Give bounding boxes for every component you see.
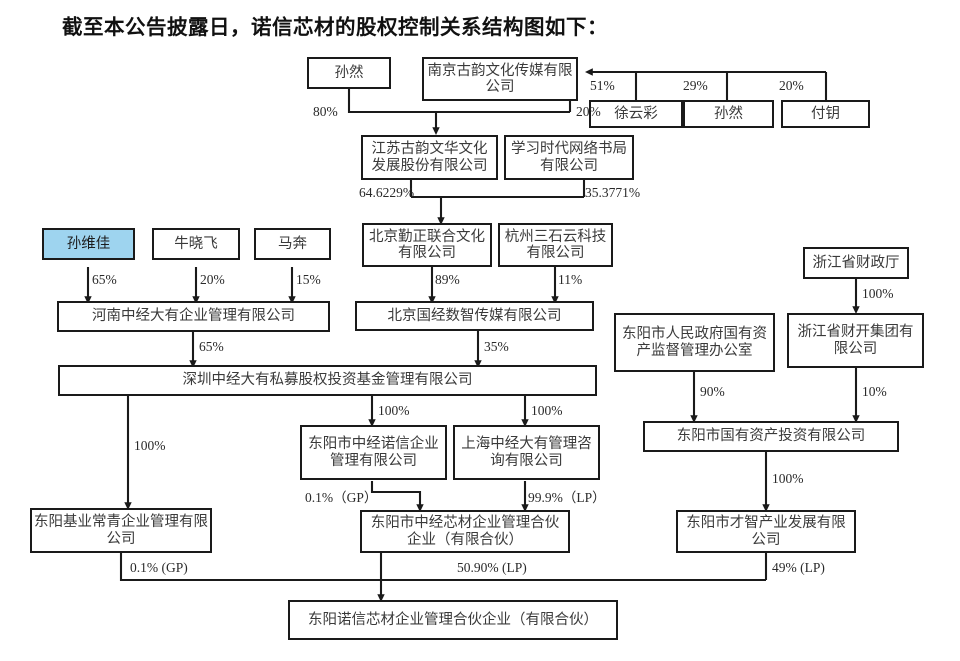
edge-label-sunran-right: 29%	[683, 78, 708, 93]
node-shenzhen-zhongjing[interactable]: 深圳中经大有私募股权投资基金管理有限公司	[58, 365, 597, 396]
edge-label-zhuoxin-gp: 0.1%（GP）	[305, 490, 378, 505]
page-title: 截至本公告披露日，诺信芯材的股权控制关系结构图如下：	[62, 17, 608, 39]
edge-label-gyzc-to-caizhi: 100%	[772, 471, 804, 486]
node-dongyang-zhongjing-xincai[interactable]: 东阳市中经芯材企业管理合伙企业（有限合伙）	[360, 510, 570, 553]
node-jiangsu-guyun[interactable]: 江苏古韵文华文化发展股份有限公司	[361, 135, 498, 180]
node-dongyang-jiyechangqing[interactable]: 东阳基业常青企业管理有限公司	[30, 508, 212, 553]
edge-label-zhongjing-xincai-lp: 50.90% (LP)	[457, 560, 527, 575]
node-sunran-top[interactable]: 孙然	[307, 57, 391, 89]
node-xuexi-shidai[interactable]: 学习时代网络书局有限公司	[504, 135, 634, 180]
node-dongyang-nuoxin-xincai[interactable]: 东阳诺信芯材企业管理合伙企业（有限合伙）	[288, 600, 618, 640]
node-sunweijia[interactable]: 孙维佳	[42, 228, 135, 260]
edge-label-fuyue: 20%	[779, 78, 804, 93]
edge-label-xuexi-shidai: 35.3771%	[585, 185, 641, 200]
edge-label-niuxiaofei: 20%	[200, 272, 225, 287]
edge-label-xuyuncai: 51%	[590, 78, 615, 93]
node-fuyue[interactable]: 付钥	[781, 100, 870, 128]
edge-label-maben: 15%	[296, 272, 321, 287]
edge-label-zhejiang-ckjt: 10%	[862, 384, 887, 399]
edge-label-caizhi-lp: 49% (LP)	[772, 560, 825, 575]
edge-label-beijing-guojing: 35%	[484, 339, 509, 354]
edge-label-nanjing-guyun: 20%	[576, 104, 601, 119]
node-nanjing-guyun[interactable]: 南京古韵文化传媒有限公司	[422, 57, 578, 101]
edge-label-shenzhen-to-jiyechangqing: 100%	[134, 438, 166, 453]
node-shanghai-zhongjing[interactable]: 上海中经大有管理咨询有限公司	[453, 425, 600, 480]
edge-label-dongyang-gzw: 90%	[700, 384, 725, 399]
node-dongyang-gzw[interactable]: 东阳市人民政府国有资产监督管理办公室	[614, 313, 775, 372]
edge-label-hangzhou-sanshi: 11%	[558, 272, 583, 287]
node-dongyang-zhuoxin[interactable]: 东阳市中经诺信企业管理有限公司	[300, 425, 447, 480]
node-niuxiaofei[interactable]: 牛晓飞	[152, 228, 240, 260]
node-zhejiang-czt[interactable]: 浙江省财政厅	[803, 247, 909, 279]
node-maben[interactable]: 马奔	[254, 228, 331, 260]
edge-label-jiangsu-guyun: 64.6229%	[359, 185, 415, 200]
edge-label-beijing-qinzheng: 89%	[435, 272, 460, 287]
edge-label-shenzhen-to-shanghai: 100%	[531, 403, 563, 418]
node-dongyang-caizhi[interactable]: 东阳市才智产业发展有限公司	[676, 510, 856, 553]
node-zhejiang-ckjt[interactable]: 浙江省财开集团有限公司	[787, 313, 924, 368]
node-hangzhou-sanshi[interactable]: 杭州三石云科技有限公司	[498, 223, 613, 267]
edge-label-sunran-top: 80%	[313, 104, 338, 119]
node-beijing-guojing[interactable]: 北京国经数智传媒有限公司	[355, 301, 594, 331]
edge-label-jiyechangqing-gp: 0.1% (GP)	[130, 560, 188, 575]
edge-label-sunweijia: 65%	[92, 272, 117, 287]
node-xuyuncai[interactable]: 徐云彩	[589, 100, 683, 128]
node-henan-zhongjing[interactable]: 河南中经大有企业管理有限公司	[57, 301, 330, 332]
edge-label-henan-zhongjing: 65%	[199, 339, 224, 354]
edge-label-zhejiang-czt: 100%	[862, 286, 894, 301]
node-beijing-qinzheng[interactable]: 北京勤正联合文化有限公司	[362, 223, 492, 267]
node-dongyang-gyzc[interactable]: 东阳市国有资产投资有限公司	[643, 421, 899, 452]
edge-label-shanghai-lp: 99.9%（LP）	[528, 490, 606, 505]
node-sunran-right[interactable]: 孙然	[683, 100, 774, 128]
edge-label-shenzhen-to-zhuoxin: 100%	[378, 403, 410, 418]
